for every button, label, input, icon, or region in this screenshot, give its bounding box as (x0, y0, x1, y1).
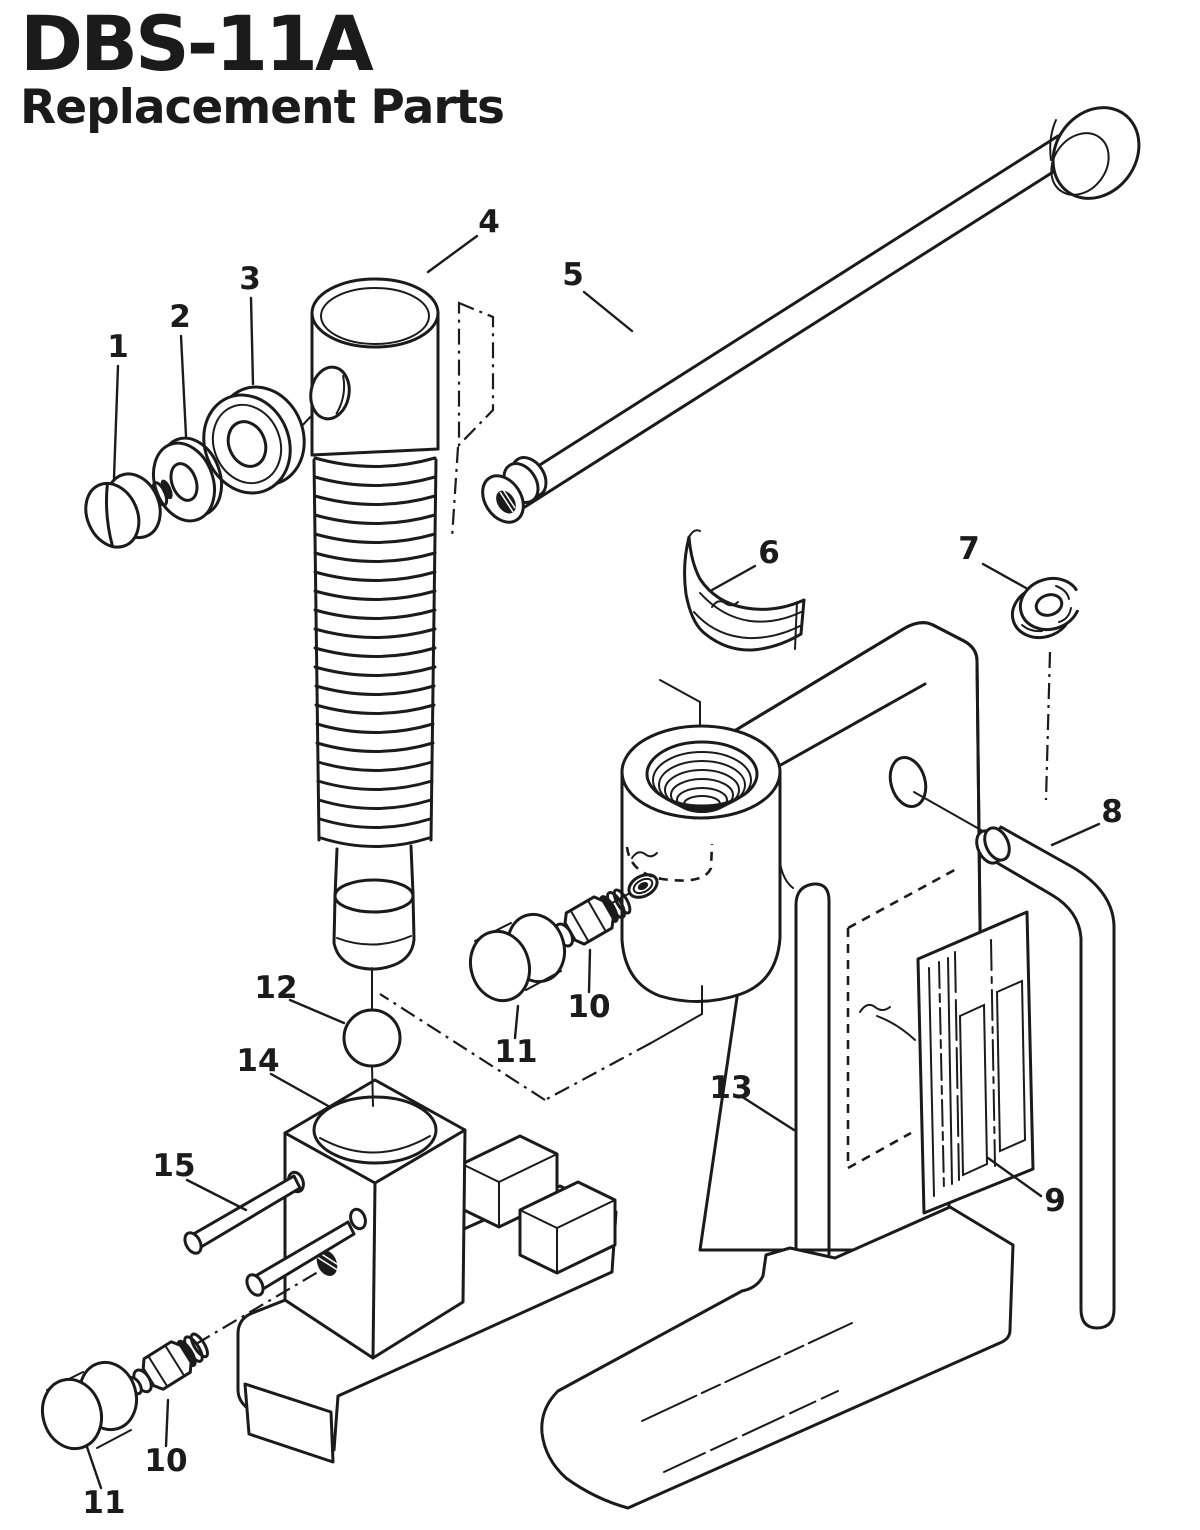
part-7-retaining-clip (1010, 576, 1092, 640)
part-11-knob-upper (469, 912, 567, 1003)
part-label-15: 15 (152, 1148, 195, 1184)
vise-base (236, 1134, 618, 1464)
part-label-11-lower: 11 (82, 1485, 125, 1521)
part-label-13: 13 (709, 1070, 752, 1106)
part-label-3: 3 (239, 261, 261, 297)
part-label-8: 8 (1101, 794, 1123, 830)
assembly-axis-dashdot (379, 993, 652, 1101)
part-label-10-lower: 10 (144, 1443, 187, 1479)
part-1-screw (84, 472, 173, 549)
part-label-11-upper: 11 (494, 1034, 537, 1070)
part-label-7: 7 (958, 531, 980, 567)
part-12-ball (342, 1008, 402, 1107)
part-label-1: 1 (107, 329, 129, 365)
part-10-grease-fitting-lower (127, 1332, 209, 1396)
page-subtitle: Replacement Parts (20, 80, 505, 135)
part-label-9: 9 (1044, 1183, 1066, 1219)
handle-end (481, 456, 548, 524)
frame-base (540, 1205, 1015, 1510)
dashed-recess (846, 865, 961, 1170)
part-5-handle-bar (481, 106, 1141, 524)
part-3-bearing (202, 385, 306, 495)
plate-hole (888, 756, 928, 808)
part-label-10-upper: 10 (567, 989, 610, 1025)
part-4-ram-screw (151, 277, 495, 1011)
part-9-label-sticker (916, 910, 1035, 1215)
part-label-14: 14 (236, 1043, 279, 1079)
part-label-6: 6 (758, 535, 780, 571)
assembly-axis (650, 985, 703, 1044)
handle-cap (1049, 106, 1141, 200)
sleeve-nut (611, 724, 782, 1003)
part-label-4: 4 (478, 204, 500, 240)
part-11-knob-lower (41, 1360, 139, 1451)
part-8-bent-rod (975, 651, 1116, 1330)
part-10-grease-fitting-upper (548, 888, 632, 950)
part-15-pin (183, 1174, 302, 1255)
part-14-anvil-block (283, 1078, 467, 1360)
through-pin (245, 1220, 356, 1297)
part-label-2: 2 (169, 299, 191, 335)
callout-leaders (85, 234, 1101, 1490)
callout-numbers: 1 2 3 4 5 6 7 8 9 10 11 12 13 14 15 10 1… (82, 204, 1122, 1521)
page-title: DBS-11A (20, 0, 374, 88)
title-block: DBS-11A Replacement Parts (20, 0, 505, 135)
part-label-5: 5 (562, 257, 584, 293)
part-label-12: 12 (254, 970, 297, 1006)
